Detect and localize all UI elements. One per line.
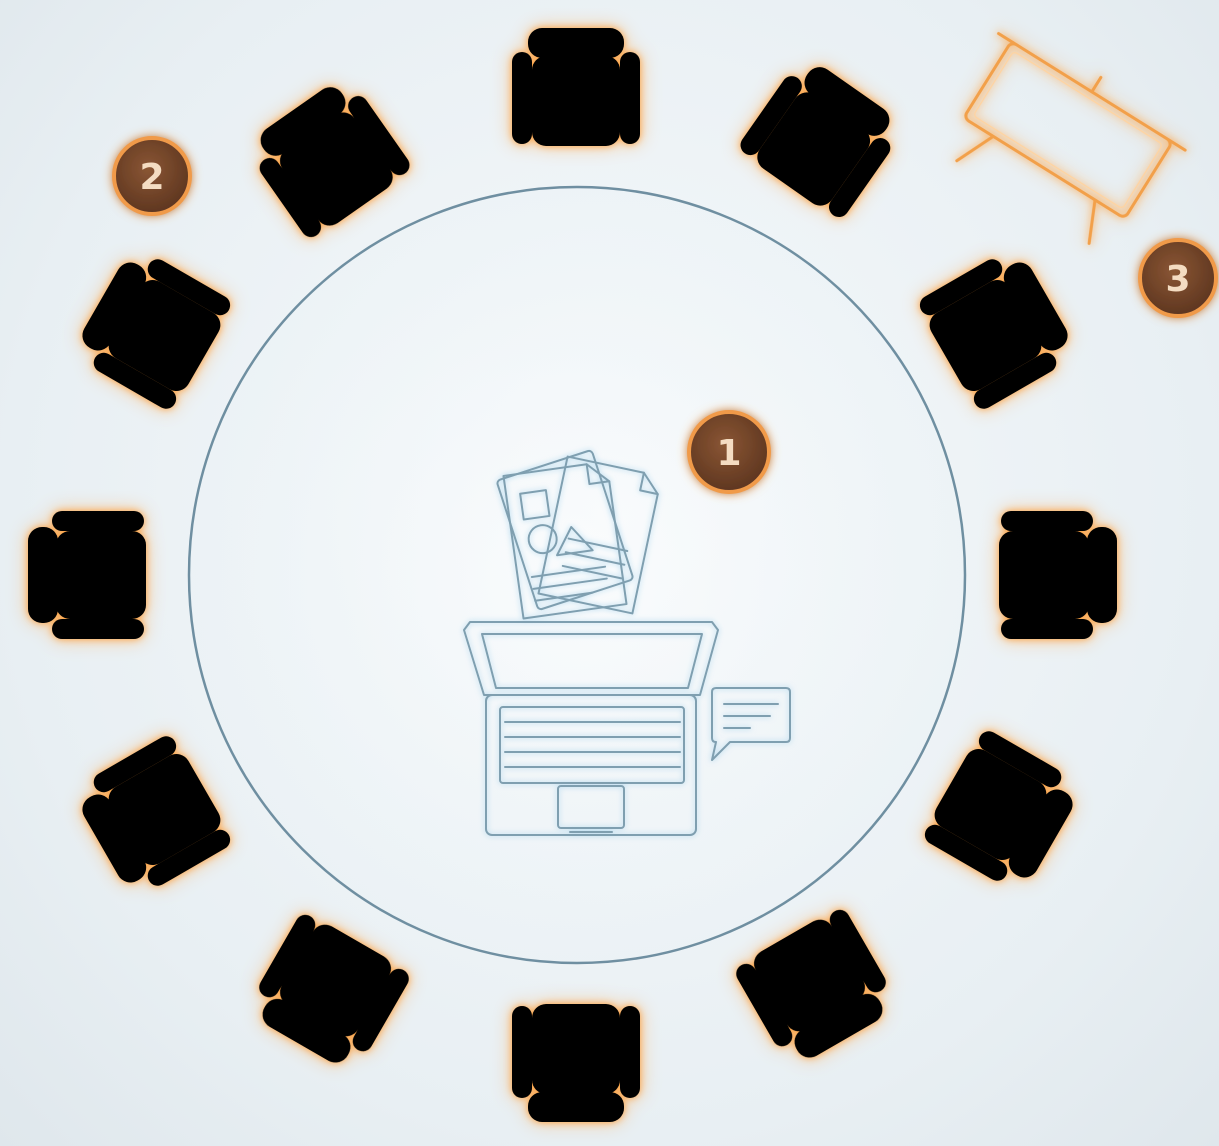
chair-icon (28, 511, 146, 639)
chair-icon (735, 53, 908, 223)
round-table (189, 187, 965, 963)
badge-3: 3 (1140, 240, 1216, 316)
chair-icon (999, 511, 1117, 639)
badge-2: 2 (114, 138, 190, 214)
chair-icon (512, 28, 640, 146)
badge-1-label: 1 (716, 433, 741, 474)
chair-icon (512, 1004, 640, 1122)
chair-icon (920, 727, 1086, 897)
chair-icon (69, 732, 235, 902)
presentation-board-icon (930, 19, 1194, 260)
badge-1: 1 (689, 412, 769, 492)
chair-icon (69, 244, 235, 414)
chair-icon (242, 73, 415, 243)
chair-icon (732, 905, 902, 1071)
chair-icon (244, 910, 414, 1076)
chair-icon (915, 244, 1081, 414)
badge-3-label: 3 (1165, 259, 1190, 300)
badge-2-label: 2 (139, 157, 164, 198)
